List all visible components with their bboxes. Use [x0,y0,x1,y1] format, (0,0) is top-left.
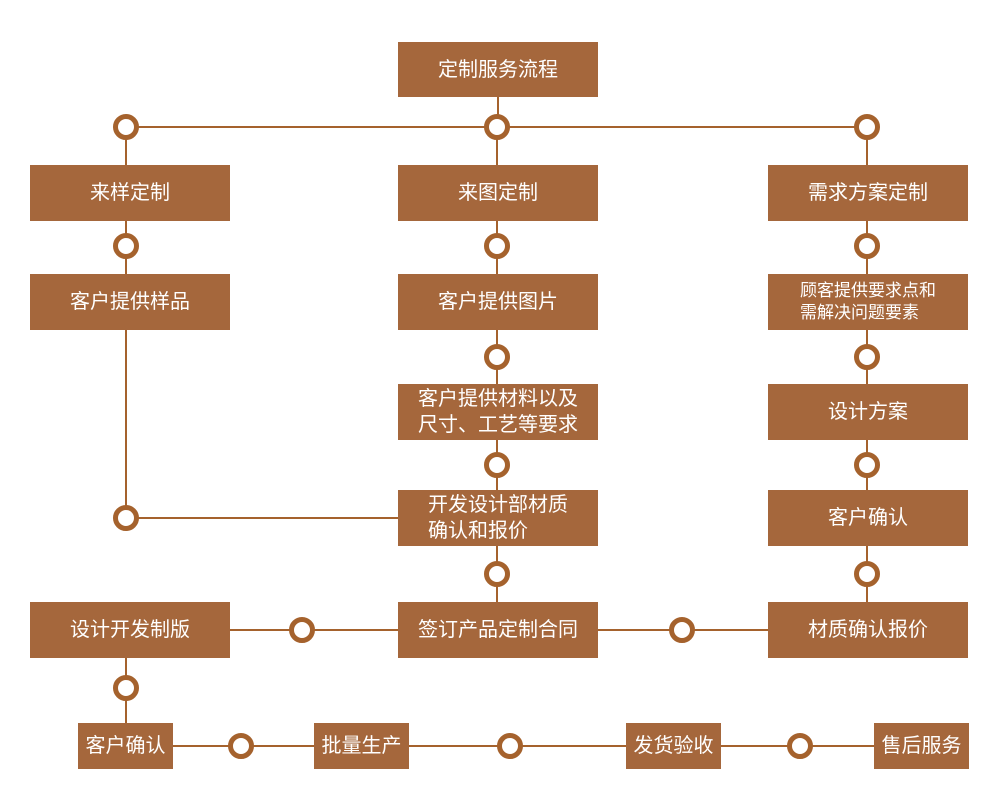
connector-dot-icon [113,675,139,701]
flow-node-label: 材质确认报价 [808,619,928,641]
flow-node-after-sales: 售后服务 [874,723,969,769]
flow-node-label: 顾客提供要求点和 需解决问题要素 [800,281,936,322]
flow-node-image-custom: 来图定制 [398,165,598,221]
connector-line [497,97,499,127]
flow-node-label: 发货验收 [633,735,714,757]
flow-node-label: 客户确认 [828,507,908,529]
connector-dot-icon [484,233,510,259]
flow-node-demand-custom: 需求方案定制 [768,165,968,221]
connector-line [496,127,498,165]
flow-node-label: 定制服务流程 [438,58,558,81]
connector-line [126,517,398,519]
flow-node-delivery-check: 发货验收 [626,723,721,769]
flow-node-sample-custom: 来样定制 [30,165,230,221]
connector-dot-icon [484,344,510,370]
connector-dot-icon [854,114,880,140]
connector-line [125,127,127,165]
flow-node-label: 来图定制 [458,182,538,204]
flow-node-client-confirm-final: 客户确认 [78,723,173,769]
connector-dot-icon [854,561,880,587]
flow-node-label: 客户提供样品 [70,291,190,313]
flow-node-label: 设计方案 [828,401,908,423]
flow-node-client-confirm-mid: 客户确认 [768,490,968,546]
flow-node-design-plan: 设计方案 [768,384,968,440]
flow-node-label: 设计开发制版 [70,619,190,641]
flow-node-dev-confirm-quote: 开发设计部材质 确认和报价 [398,490,598,546]
connector-dot-icon [669,617,695,643]
connector-dot-icon [113,233,139,259]
connector-dot-icon [497,733,523,759]
flow-node-label: 来样定制 [90,182,170,204]
flow-node-label: 开发设计部材质 确认和报价 [428,494,568,542]
connector-line [125,330,127,518]
flow-node-label: 客户提供图片 [438,291,558,313]
flow-node-batch-production: 批量生产 [314,723,409,769]
flow-node-design-dev-plate: 设计开发制版 [30,602,230,658]
flow-node-sign-contract: 签订产品定制合同 [398,602,598,658]
flow-node-materials-requirements: 客户提供材料以及 尺寸、工艺等要求 [398,384,598,440]
connector-dot-icon [484,114,510,140]
connector-dot-icon [289,617,315,643]
connector-dot-icon [113,114,139,140]
flow-node-label: 售后服务 [881,735,962,757]
flow-node-label: 客户确认 [85,735,166,757]
flow-node-material-confirm-quote: 材质确认报价 [768,602,968,658]
connector-dot-icon [787,733,813,759]
flow-node-sample-provide: 客户提供样品 [30,274,230,330]
connector-dot-icon [113,505,139,531]
connector-line [866,127,868,165]
flow-node-root-title: 定制服务流程 [398,42,598,97]
flow-node-label: 批量生产 [321,735,402,757]
flow-node-label: 签订产品定制合同 [418,619,578,641]
connector-dot-icon [228,733,254,759]
connector-dot-icon [854,452,880,478]
flow-node-label: 需求方案定制 [808,182,928,204]
connector-dot-icon [854,344,880,370]
connector-dot-icon [484,561,510,587]
flow-node-image-provide: 客户提供图片 [398,274,598,330]
connector-dot-icon [854,233,880,259]
connector-dot-icon [484,452,510,478]
flow-node-demand-provide: 顾客提供要求点和 需解决问题要素 [768,274,968,330]
flow-node-label: 客户提供材料以及 尺寸、工艺等要求 [418,388,578,436]
